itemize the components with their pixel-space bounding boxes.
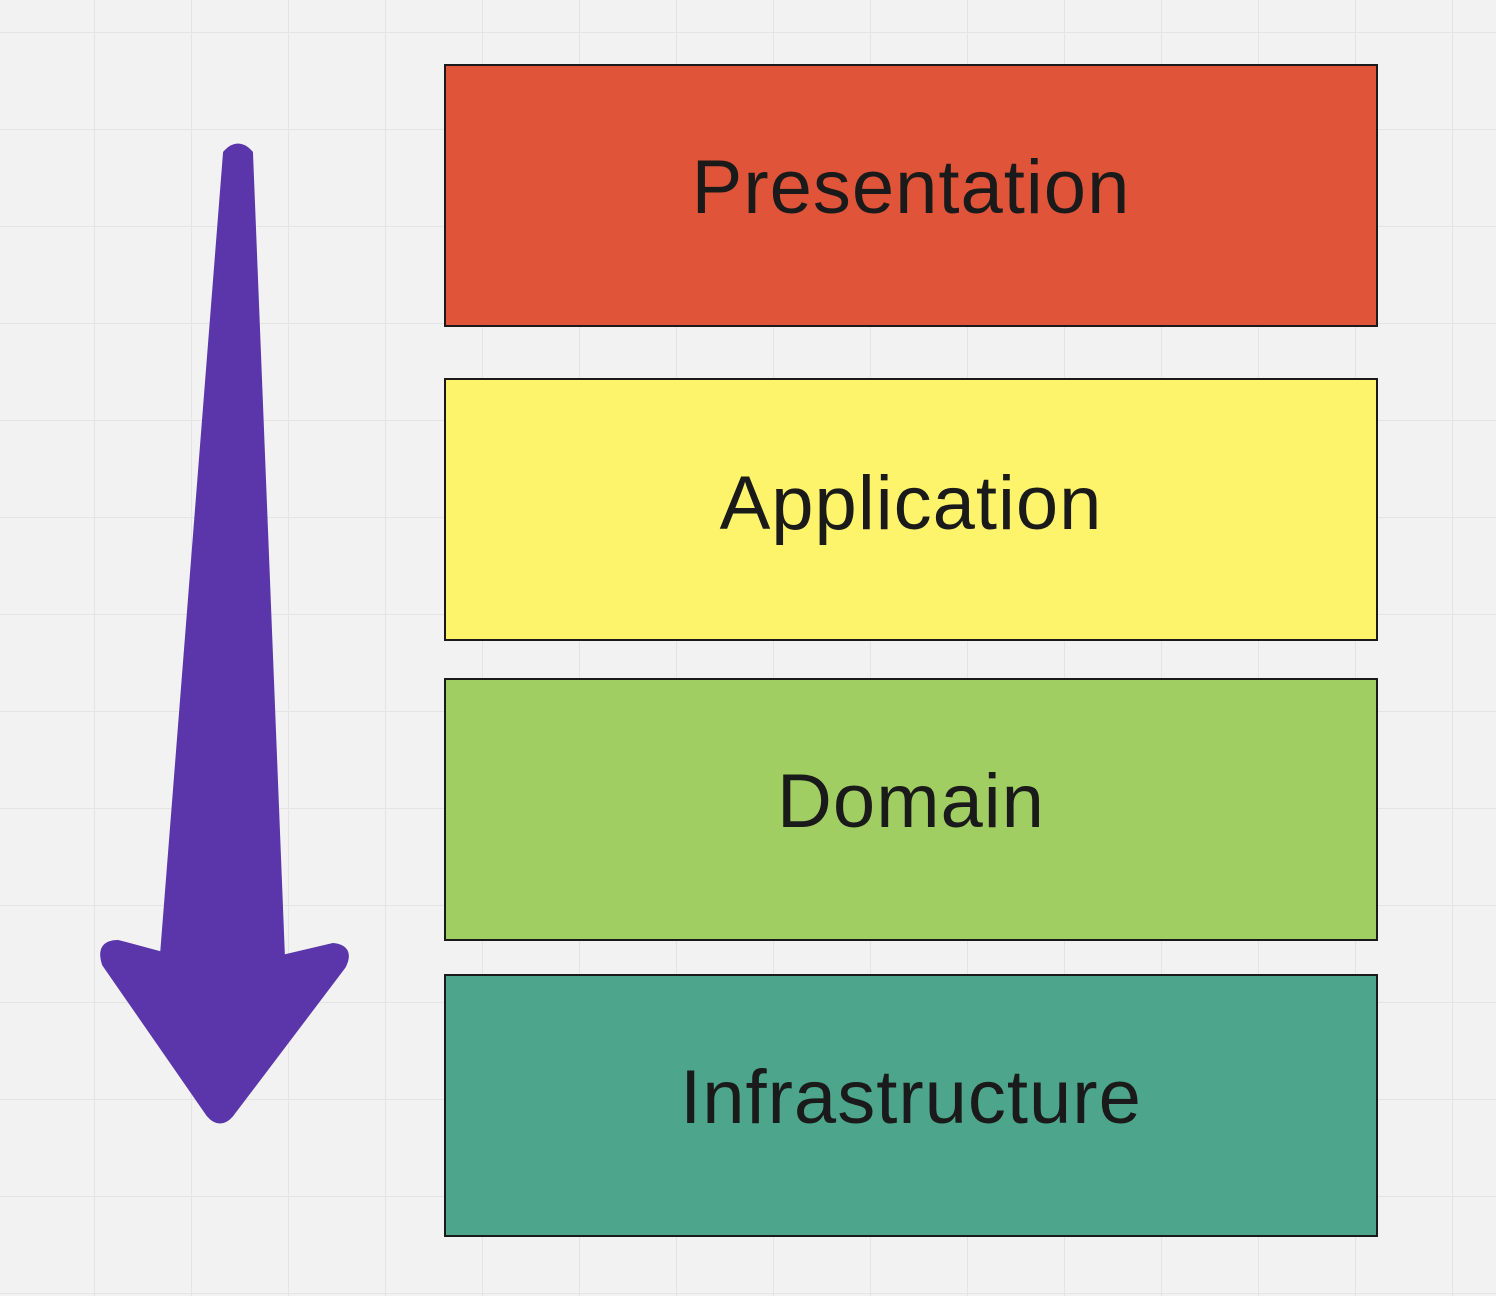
layer-presentation[interactable]: Presentation: [444, 64, 1378, 327]
layer-infrastructure[interactable]: Infrastructure: [444, 974, 1378, 1237]
layer-domain[interactable]: Domain: [444, 678, 1378, 941]
layer-application[interactable]: Application: [444, 378, 1378, 641]
layer-label: Infrastructure: [680, 1054, 1142, 1140]
arrow-shape: [100, 143, 349, 1124]
layer-label: Domain: [777, 758, 1045, 844]
layer-label: Presentation: [691, 144, 1131, 230]
layer-label: Application: [719, 460, 1103, 546]
